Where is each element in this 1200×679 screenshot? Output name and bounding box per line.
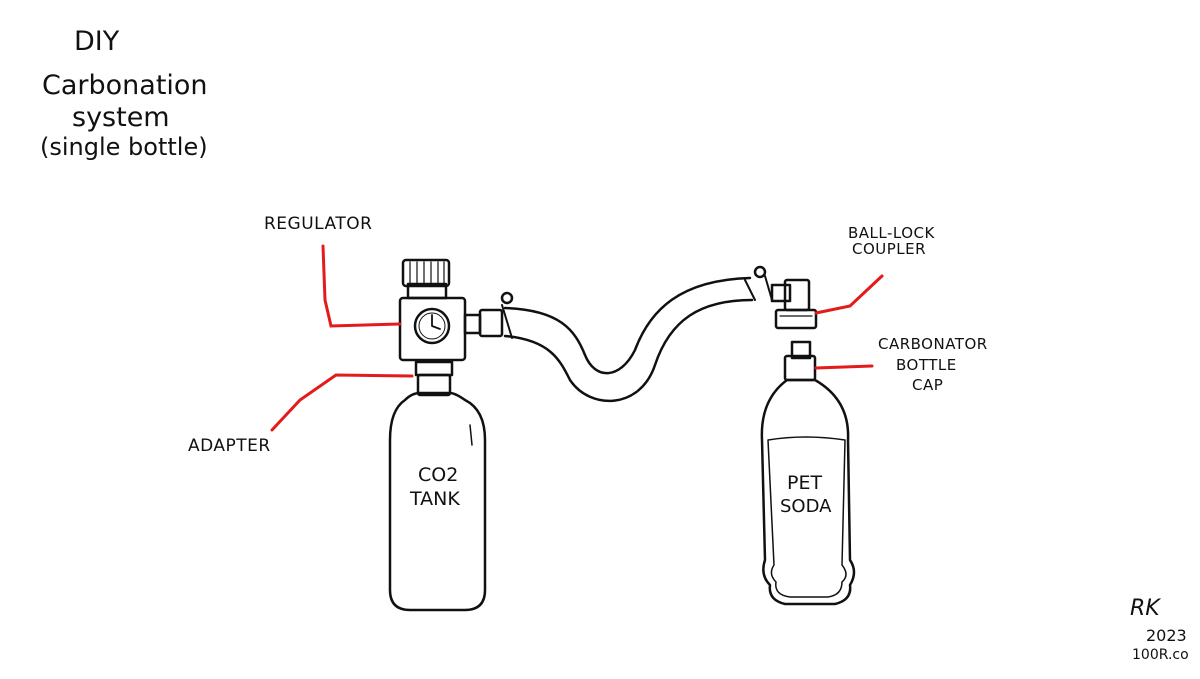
signature-site: 100R.co [1132,647,1189,663]
pet-bottle [760,378,856,606]
cap-leader [814,364,874,370]
signature-year: 2023 [1146,626,1187,645]
regulator-label: REGULATOR [264,214,373,234]
gas-hose [503,276,752,375]
coupler-clamp-screw [753,265,767,279]
cap-label-3: CAP [912,376,944,394]
coupler-label-2: COUPLER [852,240,927,258]
bottle-label-2: SODA [780,496,832,517]
carbonator-cap [783,354,817,382]
carbonator-cap-post [790,340,812,360]
leader-lines [270,244,884,432]
tank-shine [469,424,473,446]
tank-label-2: TANK [410,488,460,510]
regulator-knob-base [406,282,448,300]
pressure-gauge [413,307,451,345]
cap-label-1: CARBONATOR [878,335,988,353]
adapter-nut [414,360,454,377]
regulator-leader [321,244,402,328]
title-line-1: DIY [74,26,120,57]
title-line-4: (single bottle) [40,133,208,161]
regulator-knob [401,258,451,288]
coupler-label-1: BALL-LOCK [848,224,935,242]
adapter-label: ADAPTER [188,436,271,456]
hose-clamp-screw [500,291,514,305]
title-line-2: Carbonation [42,70,208,101]
regulator-outlet [463,313,482,335]
adapter-leader [270,373,414,432]
coupler-leader [814,274,884,315]
tank-label-1: CO2 [418,464,459,486]
regulator-body [398,296,467,362]
hose-barb [478,308,504,338]
co2-tank-body [388,391,487,612]
title-line-3: system [72,102,170,133]
signature-initials: RK [1130,596,1160,621]
coupler-barb [770,283,792,303]
cap-label-2: BOTTLE [896,356,957,374]
soda-level [767,436,847,598]
bottle-label-1: PET [787,472,823,494]
